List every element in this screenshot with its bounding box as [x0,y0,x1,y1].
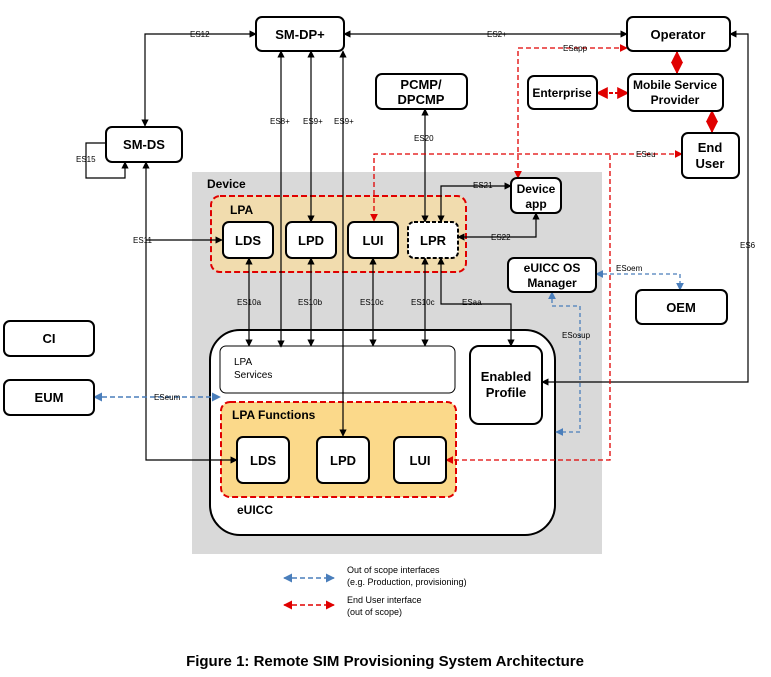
ci-label: CI [43,331,56,346]
label-esoem: ESoem [616,264,643,273]
eum-box [3,379,95,416]
euicc-os-manager-box [507,257,597,293]
pcmp-label-1: PCMP/ [400,77,442,92]
label-es9plus-a: ES9+ [303,117,323,126]
enterprise-box [527,75,598,110]
operator-box [626,16,731,52]
device-label: Device [207,177,246,191]
eum-label: EUM [35,390,64,405]
ci-box [3,320,95,357]
enabled-profile-label-2: Profile [486,385,526,400]
legend-blue-text-1: Out of scope interfaces [347,565,440,575]
smdp-label: SM-DP+ [275,27,325,42]
label-es9plus-b: ES9+ [334,117,354,126]
euicc-os-manager-label-1: eUICC OS [524,261,581,275]
label-es6: ES6 [740,241,756,250]
enabled-profile-label-1: Enabled [481,369,532,384]
function-lpd-box [316,436,370,484]
smdp-box [255,16,345,52]
pcmp-label-2: DPCMP [398,92,445,107]
legend-red-text-1: End User interface [347,595,422,605]
enduser-label-1: End [698,140,723,155]
enduser-box [681,132,740,179]
label-es8plus: ES8+ [270,117,290,126]
label-esaa: ESaa [462,298,482,307]
lpd-box [285,221,337,259]
euicc-os-manager-label-2: Manager [527,276,577,290]
label-es2plus: ES2+ [487,30,507,39]
figure-caption: Figure 1: Remote SIM Provisioning System… [186,653,584,670]
lpr-label: LPR [420,233,447,248]
lui-label: LUI [363,233,384,248]
lds-box [222,221,274,259]
msp-label-1: Mobile Service [633,78,717,92]
oem-label: OEM [666,300,696,315]
label-es10c-a: ES10c [360,298,384,307]
enterprise-label: Enterprise [532,86,592,100]
label-es20: ES20 [414,134,434,143]
function-lds-box [236,436,290,484]
lpa-services-label-2: Services [234,370,272,381]
lui-box [347,221,399,259]
lpa-label: LPA [230,203,253,217]
function-lds-label: LDS [250,453,276,468]
msp-label-2: Provider [651,93,700,107]
device-app-box [510,177,562,214]
operator-label: Operator [651,27,706,42]
oem-box [635,289,728,325]
label-es10a: ES10a [237,298,262,307]
label-es22: ES22 [491,233,511,242]
label-eseum: ESeum [154,393,181,402]
device-app-label-1: Device [517,182,556,196]
label-esosup: ESosup [562,331,591,340]
msp-box [627,73,724,112]
function-lui-box [393,436,447,484]
lpa-functions-label: LPA Functions [232,408,316,422]
lpa-services-label-1: LPA [234,357,252,368]
label-es21: ES21 [473,181,493,190]
label-es10c-b: ES10c [411,298,435,307]
function-lui-label: LUI [410,453,431,468]
label-es12: ES12 [190,30,210,39]
lpr-box [407,221,459,259]
legend-blue-text-2: (e.g. Production, provisioning) [347,577,467,587]
enduser-label-2: User [696,156,725,171]
euicc-label: eUICC [237,503,273,517]
function-lpd-label: LPD [330,453,356,468]
legend-red-text-2: (out of scope) [347,607,402,617]
pcmp-box [375,73,468,110]
lpd-label: LPD [298,233,324,248]
label-es11: ES11 [133,236,153,245]
device-app-label-2: app [525,197,546,211]
smds-label: SM-DS [123,137,165,152]
smds-box [105,126,183,163]
label-esapp: ESapp [563,44,588,53]
label-eseu: ESeu [636,150,656,159]
label-es15: ES15 [76,155,96,164]
lds-label: LDS [235,233,261,248]
label-es10b: ES10b [298,298,323,307]
